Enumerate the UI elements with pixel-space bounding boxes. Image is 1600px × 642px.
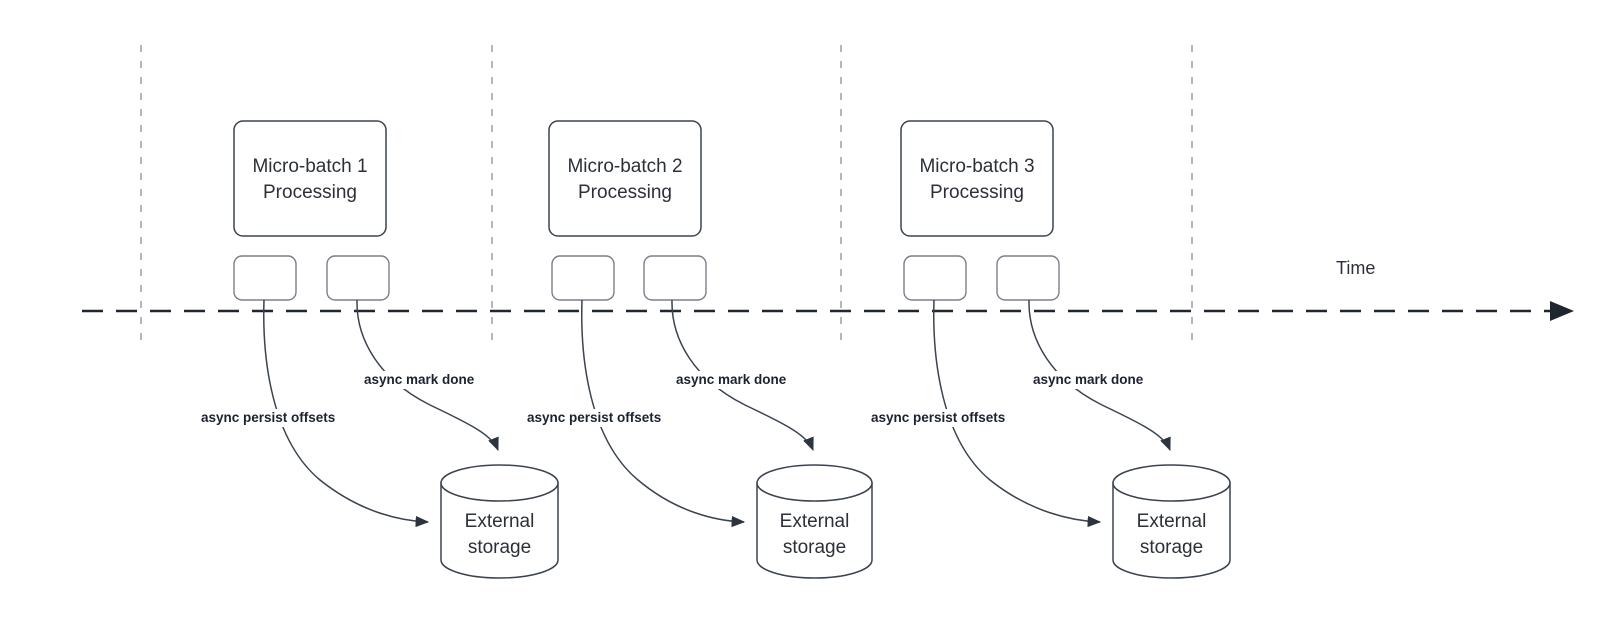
- micro-batch-3-title-line1: Micro-batch 3: [919, 156, 1034, 177]
- edge-label-async-mark-done-1: async mark done: [362, 371, 477, 389]
- edge-async-persist-offsets-1: [263, 299, 430, 528]
- edge-async-persist-offsets-2: [581, 299, 746, 528]
- task-box-3b[interactable]: [996, 255, 1060, 301]
- edge-async-mark-done-2: [671, 299, 814, 452]
- external-storage-1[interactable]: External storage: [440, 464, 559, 579]
- micro-batch-2-group: Micro-batch 2 Processing External storag…: [548, 120, 873, 579]
- task-box-2a[interactable]: [551, 255, 615, 301]
- edge-async-mark-done-3: [1028, 299, 1171, 452]
- task-box-2b[interactable]: [643, 255, 707, 301]
- separators-group: [140, 45, 1193, 340]
- external-storage-2[interactable]: External storage: [756, 464, 873, 579]
- cylinder-body-3: [1112, 482, 1231, 579]
- micro-batch-1-group: Micro-batch 1 Processing External storag…: [233, 120, 559, 579]
- micro-batch-2-title-line2: Processing: [578, 182, 672, 203]
- external-storage-3[interactable]: External storage: [1112, 464, 1231, 579]
- external-storage-2-label-line1: External: [780, 511, 850, 532]
- task-box-3a[interactable]: [903, 255, 967, 301]
- cylinder-top-2: [756, 464, 873, 502]
- micro-batch-3-box[interactable]: [900, 120, 1054, 237]
- cylinder-top-3: [1112, 464, 1231, 502]
- edge-label-async-persist-offsets-3: async persist offsets: [869, 409, 1008, 427]
- edge-label-async-mark-done-2: async mark done: [674, 371, 789, 389]
- micro-batch-1-box[interactable]: [233, 120, 387, 237]
- external-storage-3-label-line2: storage: [1140, 537, 1203, 558]
- micro-batch-3-title-line2: Processing: [930, 182, 1024, 203]
- edge-label-async-mark-done-3: async mark done: [1031, 371, 1146, 389]
- external-storage-2-label-line2: storage: [783, 537, 846, 558]
- micro-batch-2-box[interactable]: [548, 120, 702, 237]
- cylinder-top-1: [440, 464, 559, 502]
- external-storage-3-label-line1: External: [1137, 511, 1207, 532]
- edge-label-async-persist-offsets-2: async persist offsets: [525, 409, 664, 427]
- micro-batch-1-title-line2: Processing: [263, 182, 357, 203]
- cylinder-body-2: [756, 482, 873, 579]
- edge-async-persist-offsets-3: [933, 299, 1102, 528]
- cylinder-body-1: [440, 482, 559, 579]
- micro-batch-1-title-line1: Micro-batch 1: [252, 156, 367, 177]
- edge-async-mark-done-1: [356, 299, 499, 452]
- time-axis-label: Time: [1336, 258, 1375, 278]
- micro-batch-2-title-line1: Micro-batch 2: [567, 156, 682, 177]
- edge-label-async-persist-offsets-1: async persist offsets: [199, 409, 338, 427]
- external-storage-1-label-line1: External: [465, 511, 535, 532]
- external-storage-1-label-line2: storage: [468, 537, 531, 558]
- micro-batch-3-group: Micro-batch 3 Processing External storag…: [900, 120, 1231, 579]
- task-box-1a[interactable]: [233, 255, 297, 301]
- task-box-1b[interactable]: [326, 255, 390, 301]
